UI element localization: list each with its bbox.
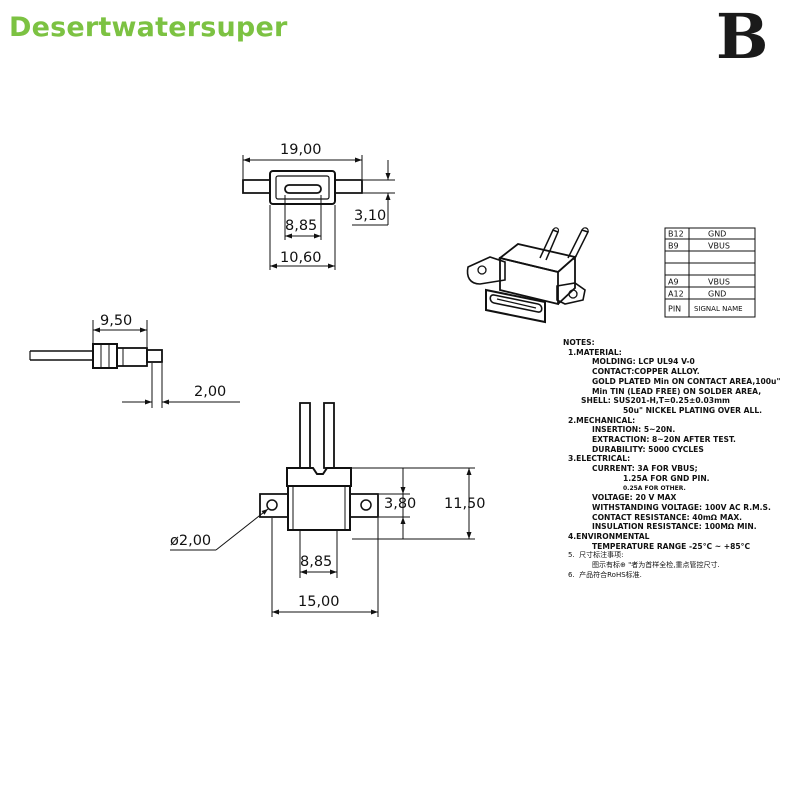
note-electrical-title: 3.ELECTRICAL: — [568, 454, 631, 464]
note-line: 1.25A FOR GND PIN. — [623, 473, 710, 483]
note-line: CURRENT: 3A FOR VBUS; — [592, 464, 698, 474]
dim-front-port: 8,85 — [300, 554, 332, 570]
notes-heading: NOTES: — [563, 338, 595, 347]
note-6: 6. 产品符合RoHS标准. — [568, 570, 642, 579]
dim-side-offset: 2,00 — [194, 384, 226, 400]
note-line: INSERTION: 5~20N. — [592, 425, 676, 435]
note-line: SHELL: SUS201-H,T=0.25±0.03mm — [581, 396, 730, 406]
note-line: DURABILITY: 5000 CYCLES — [592, 444, 704, 454]
signal-header: SIGNAL NAME — [694, 305, 743, 313]
notes-block: NOTES: 1.MATERIAL: MOLDING: LCP UL94 V-0… — [563, 338, 798, 581]
note-line: Min TIN (LEAD FREE) ON SOLDER AREA, — [592, 386, 762, 396]
note-line: WITHSTANDING VOLTAGE: 100V AC R.M.S. — [592, 502, 771, 512]
signal-cell: VBUS — [708, 278, 730, 287]
note-line: GOLD PLATED Min ON CONTACT AREA,100u" — [592, 376, 781, 386]
dim-front-total-height: 11,50 — [444, 496, 486, 512]
note-line: CONTACT:COPPER ALLOY. — [592, 367, 700, 377]
front-view — [170, 402, 475, 617]
note-line: 50u" NICKEL PLATING OVER ALL. — [623, 405, 763, 415]
pin-header: PIN — [668, 305, 681, 314]
dim-front-body-height: 3,80 — [384, 496, 416, 512]
dim-top-port: 8,85 — [285, 218, 317, 234]
variant-badge: B — [716, 0, 769, 73]
note-mechanical-title: 2.MECHANICAL: — [568, 415, 636, 425]
top-view — [242, 155, 395, 270]
dim-front-hole: ø2,00 — [170, 533, 211, 549]
note-line: EXTRACTION: 8~20N AFTER TEST. — [592, 435, 736, 445]
pin-cell: A12 — [668, 290, 684, 299]
signal-cell: GND — [708, 230, 726, 239]
signal-cell: GND — [708, 290, 726, 299]
note-line: VOLTAGE: 20 V MAX — [592, 493, 677, 503]
dim-side-length: 9,50 — [100, 313, 132, 329]
brand-name: Desertwatersuper — [9, 12, 288, 43]
dim-top-width: 19,00 — [280, 142, 322, 158]
note-line: MOLDING: LCP UL94 V-0 — [592, 357, 695, 367]
dim-top-body: 10,60 — [280, 250, 322, 266]
note-5-title: 5. 尺寸标注事项: — [568, 551, 624, 560]
note-environmental-title: 4.ENVIRONMENTAL — [568, 532, 650, 542]
note-line: 0.25A FOR OTHER. — [623, 484, 686, 492]
signal-cell: VBUS — [708, 242, 730, 251]
isometric-view — [466, 227, 590, 324]
pin-cell: A9 — [668, 278, 679, 287]
note-line: INSULATION RESISTANCE: 100MΩ MIN. — [592, 522, 757, 532]
note-5-body: 图示有标⊕ "者为首样全检,重点管控尺寸. — [592, 561, 720, 570]
note-line: TEMPERATURE RANGE -25°C ~ +85°C — [592, 541, 751, 551]
dim-front-width: 15,00 — [298, 594, 340, 610]
dim-top-height: 3,10 — [354, 208, 386, 224]
side-view — [29, 320, 240, 408]
note-material-title: 1.MATERIAL: — [568, 347, 622, 357]
pin-cell: B9 — [668, 242, 679, 251]
note-line: CONTACT RESISTANCE: 40mΩ MAX. — [592, 512, 743, 522]
pin-table — [664, 227, 756, 318]
pin-cell: B12 — [668, 230, 684, 239]
